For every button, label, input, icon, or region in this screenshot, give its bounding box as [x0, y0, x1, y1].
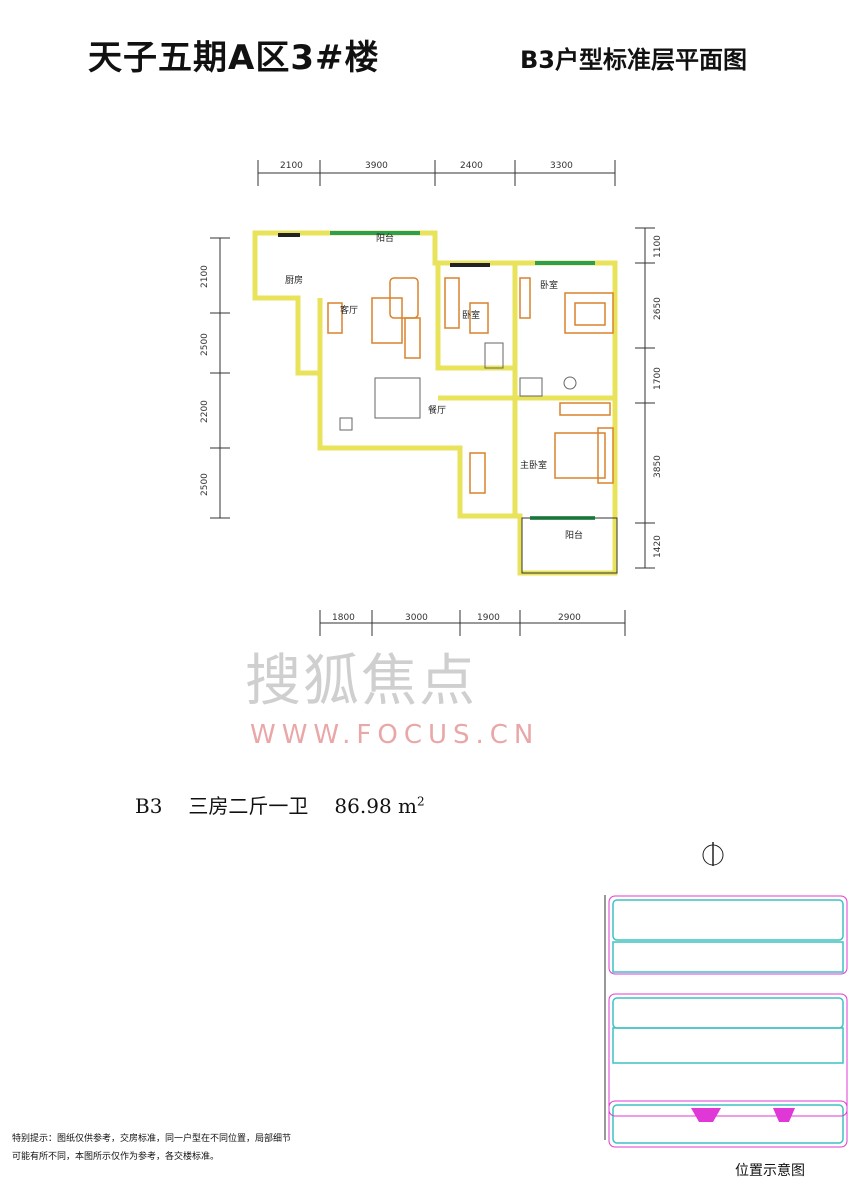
walls: [252, 230, 618, 576]
disclaimer-note: 特别提示：图纸仅供参考，交房标准，同一户型在不同位置，局部细节 可能有所不同，本…: [12, 1130, 291, 1166]
watermark-text: 搜狐焦点: [245, 649, 477, 714]
room-kitchen: 厨房: [285, 274, 303, 286]
highlighted-unit-marker: [691, 1108, 795, 1122]
room-bedroom-small: 卧室: [462, 309, 480, 321]
unit-summary: B3 三房二斤一卫 86.98 m2: [135, 790, 451, 819]
unit-area: 86.98 m2: [334, 794, 425, 818]
dim-left-4: 2500: [200, 473, 210, 496]
room-dining: 餐厅: [428, 404, 446, 416]
unit-code: B3: [135, 794, 163, 818]
dim-top-1: 2100: [280, 161, 303, 171]
dim-right-5: 1420: [653, 535, 660, 558]
watermark-url: WWW.FOCUS.CN: [250, 720, 540, 750]
unit-layout: 三房二斤一卫: [188, 794, 309, 818]
room-master: 主卧室: [520, 459, 547, 471]
building-blocks: [612, 899, 844, 1144]
room-bedroom-right: 卧室: [540, 279, 558, 291]
room-balcony-top: 阳台: [376, 232, 394, 244]
disclaimer-line-2: 可能有所不同，本图所示仅作为参考，各交楼标准。: [12, 1152, 220, 1162]
site-plan-caption: 位置示意图: [735, 1163, 805, 1179]
dim-top-4: 3300: [550, 161, 573, 171]
balcony-bottom-outline: [521, 517, 618, 574]
north-arrow-icon: [702, 842, 724, 866]
dim-left-3: 2200: [200, 400, 210, 423]
dim-bottom-1: 1800: [332, 613, 355, 623]
dim-top-2: 3900: [365, 161, 388, 171]
site-plan: [604, 842, 848, 1148]
dim-left-2: 2500: [200, 333, 210, 356]
dim-left-1: 2100: [200, 265, 210, 288]
page-subtitle: B3户型标准层平面图: [520, 46, 747, 74]
dimension-lines: [210, 160, 655, 636]
dim-bottom-4: 2900: [558, 613, 581, 623]
dim-right-2: 2650: [653, 297, 660, 320]
dim-top-3: 2400: [460, 161, 483, 171]
dim-right-4: 3850: [653, 455, 660, 478]
disclaimer-line-1: 特别提示：图纸仅供参考，交房标准，同一户型在不同位置，局部细节: [12, 1134, 292, 1144]
dim-right-1: 1100: [653, 235, 660, 258]
dim-bottom-3: 1900: [477, 613, 500, 623]
room-balcony-bottom: 阳台: [565, 529, 583, 541]
dim-right-3: 1700: [653, 367, 660, 390]
page-title: 天子五期A区3#楼: [88, 38, 380, 78]
room-living: 客厅: [340, 304, 358, 316]
dim-bottom-2: 3000: [405, 613, 428, 623]
floor-plan: 2100 3900 2400 3300 1800 3000 1900 2900 …: [200, 160, 660, 636]
furniture: [327, 277, 614, 494]
